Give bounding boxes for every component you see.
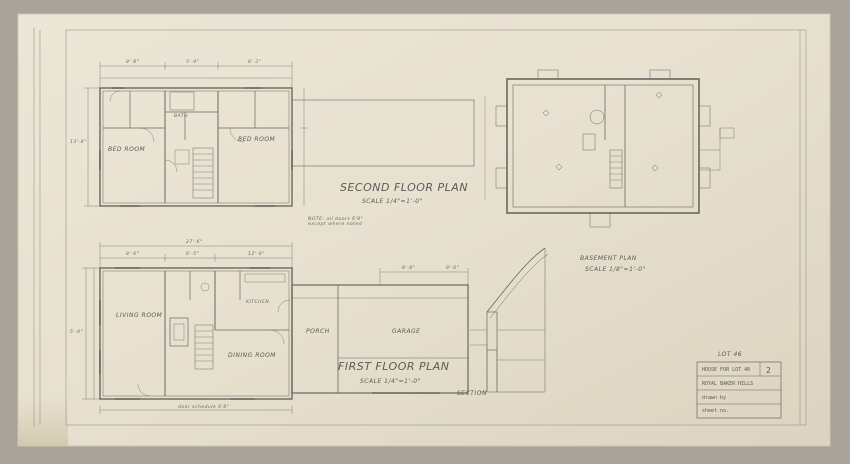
room-bed-room-2: BED ROOM — [238, 136, 276, 143]
title-block — [696, 361, 782, 419]
dim-6: 6'-5" — [186, 252, 200, 257]
second-floor-title: SECOND FLOOR PLAN — [340, 181, 469, 194]
dim-2: 5'-9" — [186, 60, 200, 65]
dim-3: 8'-3" — [248, 60, 262, 65]
wall-section — [470, 247, 549, 393]
sheet-border — [33, 28, 807, 427]
second-floor-note: NOTE: all doors 6'8" except where noted — [308, 217, 364, 227]
paper-stain — [18, 395, 68, 446]
room-bath: BATH — [174, 114, 188, 119]
room-dining-room: DINING ROOM — [228, 352, 276, 359]
dim-8: 8'-8" — [402, 266, 416, 271]
second-floor-scale: SCALE 1/4"=1'-0" — [362, 198, 423, 205]
dim-9: 9'-0" — [446, 266, 460, 271]
section-title: SECTION — [457, 390, 487, 397]
title-block-line3: drawn by — [702, 395, 727, 401]
first-floor-plan — [82, 242, 469, 414]
dim-4: 27'-6" — [186, 240, 203, 245]
first-floor-note: door schedule 6'8" — [178, 405, 230, 410]
room-porch: PORCH — [306, 328, 330, 335]
dim-10: 5'-0" — [70, 330, 84, 335]
second-floor-plan — [84, 62, 475, 207]
dim-1: 9'-8" — [126, 60, 140, 65]
title-block-line4: sheet no. — [702, 408, 730, 414]
basement-plan — [484, 69, 735, 228]
first-floor-scale: SCALE 1/4"=1'-0" — [360, 378, 421, 385]
dim-11: 13'-8" — [70, 140, 87, 145]
basement-title: BASEMENT PLAN — [580, 255, 637, 262]
title-block-line2: ROYAL BAKER HILLS — [702, 381, 754, 387]
room-kitchen: KITCHEN — [246, 300, 270, 305]
lot-label: LOT 46 — [718, 351, 743, 358]
title-block-sheet-number: 2 — [766, 366, 771, 375]
dim-7: 12'-0" — [248, 252, 265, 257]
first-floor-title: FIRST FLOOR PLAN — [338, 360, 450, 373]
room-garage: GARAGE — [392, 328, 421, 335]
paper-sheet — [18, 14, 830, 446]
room-living-room: LIVING ROOM — [116, 312, 163, 319]
dim-5: 8'-6" — [126, 252, 140, 257]
title-block-line1: HOUSE FOR LOT 46 — [702, 367, 751, 373]
room-bed-room-1: BED ROOM — [108, 146, 146, 153]
basement-scale: SCALE 1/8"=1'-0" — [585, 266, 646, 273]
